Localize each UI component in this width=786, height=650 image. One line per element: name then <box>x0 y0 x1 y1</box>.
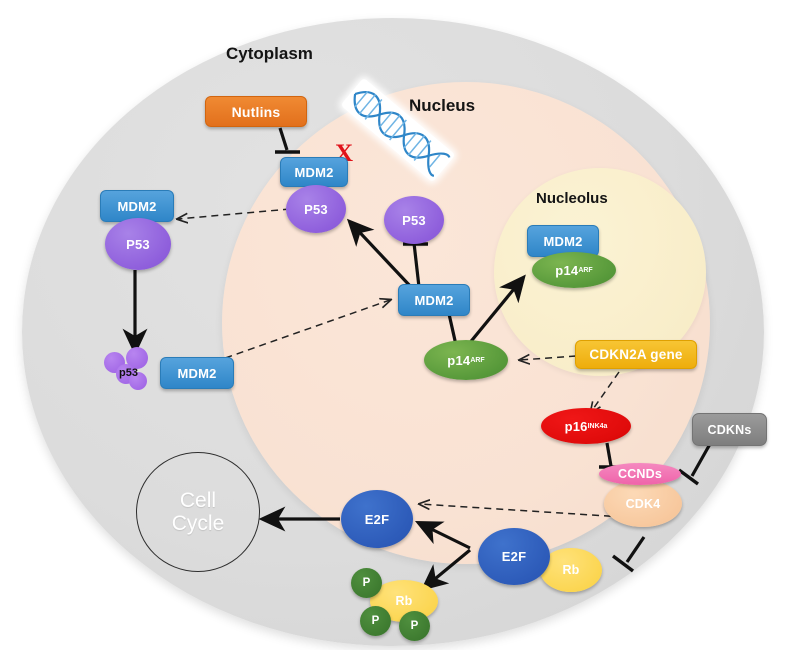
node-p53-cytoplasmic[interactable]: P53 <box>105 218 171 270</box>
node-p53-bound[interactable]: P53 <box>286 185 346 233</box>
node-mdm2-nucleolar[interactable]: MDM2 <box>527 225 599 257</box>
node-p14arf-nucleolar-label: p14 <box>555 262 579 278</box>
node-mdm2-central[interactable]: MDM2 <box>398 284 470 316</box>
node-ccnds[interactable]: CCNDs <box>599 463 681 485</box>
node-mdm2-degraded[interactable]: MDM2 <box>160 357 234 389</box>
cell-cycle-line-1: Cell <box>179 489 217 512</box>
p53-fragment-2 <box>126 347 148 369</box>
cell-cycle-line-2: Cycle <box>171 512 225 535</box>
nucleolus-label: Nucleolus <box>536 190 608 207</box>
node-p16-superscript: INK4a <box>587 422 608 430</box>
node-p14arf-nucleoplasm-label: p14 <box>447 352 471 368</box>
node-p53-free[interactable]: P53 <box>384 196 444 244</box>
node-phospho-3[interactable]: P <box>399 611 430 641</box>
cytoplasm-label: Cytoplasm <box>226 44 313 63</box>
node-e2f-bound[interactable]: E2F <box>478 528 550 585</box>
node-cdkn2a-gene[interactable]: CDKN2A gene <box>575 340 697 369</box>
node-nutlins[interactable]: Nutlins <box>205 96 307 127</box>
dna-double-helix-icon <box>340 77 456 183</box>
node-cdk4[interactable]: CDK4 <box>604 480 682 527</box>
p53-fragment-4 <box>129 372 147 390</box>
node-rb-bound[interactable]: Rb <box>540 548 602 592</box>
node-mdm2-nuclear[interactable]: MDM2 <box>280 157 348 187</box>
p53-degraded-label: p53 <box>119 367 138 379</box>
nucleus-label: Nucleus <box>409 96 476 115</box>
node-p14arf-nucleoplasm-superscript: ARF <box>470 356 485 364</box>
node-e2f-free[interactable]: E2F <box>341 490 413 548</box>
node-cdkns[interactable]: CDKNs <box>692 413 767 446</box>
node-mdm2-cytoplasmic[interactable]: MDM2 <box>100 190 174 222</box>
node-phospho-2[interactable]: P <box>360 606 391 636</box>
node-p16-label: p16 <box>564 418 588 434</box>
node-phospho-1[interactable]: P <box>351 568 382 598</box>
node-p14arf-nucleolar-superscript: ARF <box>578 266 593 274</box>
